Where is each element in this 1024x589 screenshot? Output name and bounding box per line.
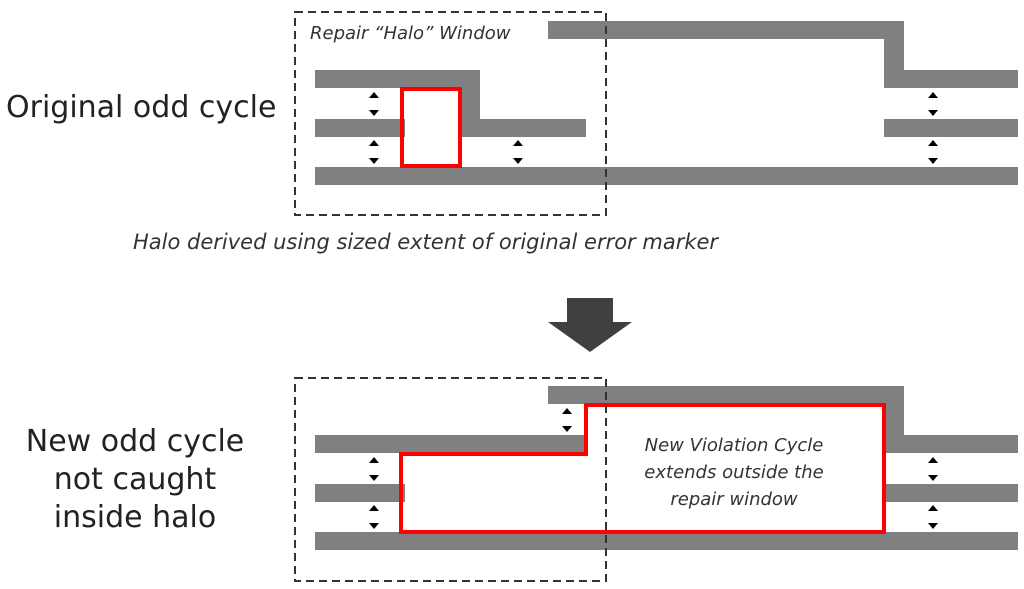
violation-label-line1: New Violation Cycle [645,435,824,456]
top-wire-new [548,386,1018,453]
repair-halo-window [294,11,607,216]
middle-wire-right-new [884,484,1018,502]
bottom-rail-original [315,167,1018,185]
left-upper-wire-new [315,435,586,453]
top-wire-original [548,21,1018,88]
middle-wire-left [315,119,405,137]
new-layout [294,377,1018,582]
halo-note: Halo derived using sized extent of origi… [133,230,719,254]
original-odd-cycle-label: Original odd cycle [6,90,276,125]
new-odd-cycle-line1: New odd cycle [26,424,244,459]
halo-window-label: Repair “Halo” Window [310,23,511,44]
bottom-rail-new [315,532,1018,550]
new-odd-cycle-line2: not caught [54,462,217,497]
original-error-marker [400,87,462,168]
down-arrow-icon [548,298,632,352]
violation-label-line2: extends outside the [644,462,823,483]
violation-label-line3: repair window [670,489,798,510]
new-odd-cycle-line3: inside halo [54,500,216,535]
repair-halo-window-new [294,377,607,582]
spacing-marker-icon [369,92,938,164]
original-layout [294,11,1018,216]
middle-wire-right [884,119,1018,137]
left-upper-wire [315,70,586,137]
middle-wire-left-new [315,484,405,502]
new-violation-marker [399,403,886,534]
